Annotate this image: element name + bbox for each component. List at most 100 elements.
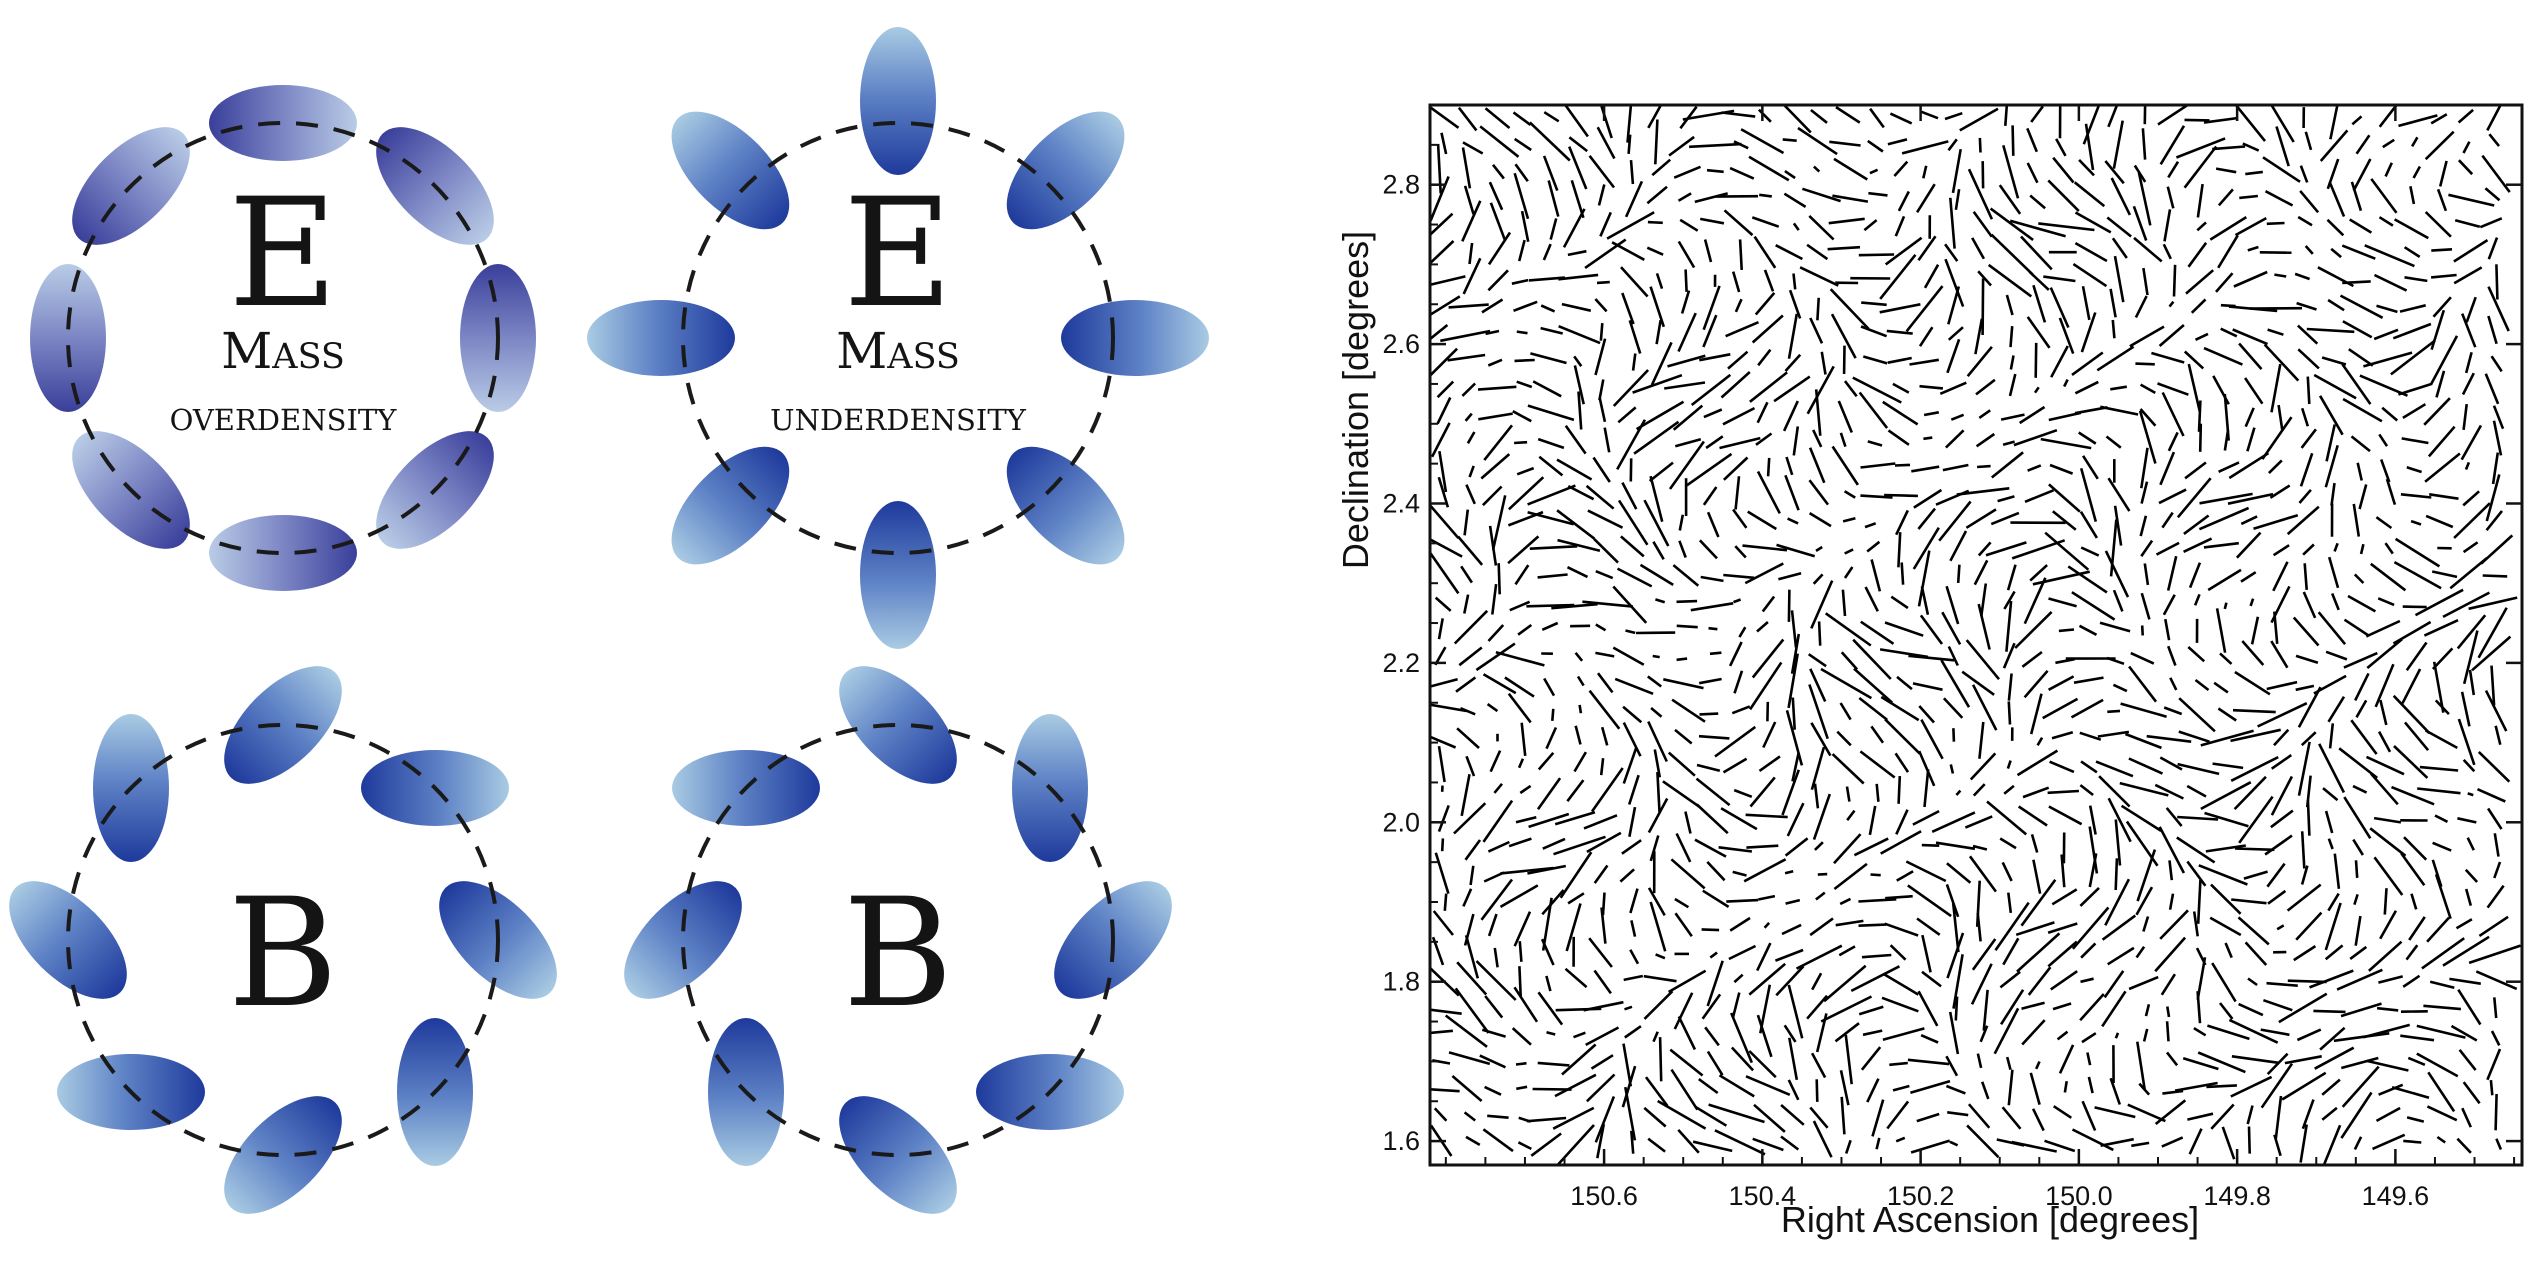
shear-whisker bbox=[2294, 272, 2311, 281]
shear-whisker bbox=[1942, 463, 1969, 472]
shear-whisker bbox=[1947, 645, 1959, 667]
shear-whisker bbox=[2135, 362, 2155, 366]
shear-whisker bbox=[1593, 537, 1619, 564]
shear-whisker bbox=[1952, 728, 1956, 742]
shear-whisker bbox=[2429, 980, 2455, 990]
shear-whisker bbox=[2429, 493, 2459, 500]
shear-whisker bbox=[1709, 651, 1722, 656]
shear-whisker bbox=[1952, 954, 1964, 1009]
shear-whisker bbox=[1649, 835, 1660, 862]
shear-whisker bbox=[2266, 1052, 2289, 1076]
shear-whisker bbox=[2260, 1028, 2290, 1037]
shear-whisker bbox=[2300, 731, 2317, 747]
panel-b-mode-left bbox=[9, 666, 557, 1214]
shear-whisker bbox=[2198, 864, 2248, 886]
shear-whisker bbox=[2359, 374, 2409, 397]
shear-whisker bbox=[2401, 668, 2422, 704]
shear-whisker bbox=[1944, 258, 1965, 308]
shear-whisker bbox=[2461, 1107, 2472, 1128]
shear-whisker bbox=[2203, 116, 2239, 124]
shear-whisker bbox=[1497, 563, 1501, 595]
shear-whisker bbox=[2408, 916, 2426, 941]
shear-whisker bbox=[1508, 476, 1545, 511]
shear-whisker bbox=[2369, 827, 2407, 857]
shear-whisker bbox=[2319, 129, 2349, 162]
shear-whisker bbox=[1972, 844, 1988, 851]
shear-whisker bbox=[1622, 705, 1643, 724]
shear-whisker bbox=[1787, 1079, 1800, 1101]
shear-whisker bbox=[1729, 916, 1751, 932]
shear-whisker bbox=[2482, 574, 2508, 578]
shear-whisker bbox=[1815, 1079, 1819, 1102]
shear-whisker bbox=[2358, 484, 2368, 510]
shear-whisker bbox=[2111, 237, 2128, 259]
shear-whisker bbox=[2274, 1095, 2283, 1140]
shear-whisker bbox=[1920, 110, 1939, 120]
shear-whisker bbox=[1632, 373, 1683, 394]
shear-whisker bbox=[1456, 727, 1480, 749]
shear-whisker bbox=[2378, 216, 2394, 227]
shear-whisker bbox=[1882, 1027, 1925, 1041]
panel-b-right-letter: B bbox=[843, 867, 953, 1041]
shear-whisker bbox=[1892, 382, 1910, 394]
shear-whisker bbox=[1976, 912, 1982, 942]
shear-whisker bbox=[1975, 432, 1996, 448]
shear-whisker bbox=[1915, 183, 1936, 213]
shear-whisker bbox=[2187, 1112, 2214, 1121]
shear-whisker bbox=[1479, 125, 1520, 158]
shear-whisker bbox=[2338, 747, 2378, 779]
shear-whisker bbox=[1823, 964, 1867, 1003]
shear-whisker bbox=[1945, 883, 1960, 918]
shear-whisker bbox=[1595, 623, 1607, 632]
shear-whisker bbox=[1667, 751, 1696, 777]
shear-whisker bbox=[2430, 113, 2448, 125]
shear-whisker bbox=[2215, 608, 2227, 653]
shear-whisker bbox=[1434, 596, 1452, 612]
shear-whisker bbox=[1839, 432, 1847, 448]
shear-whisker bbox=[1515, 1061, 1527, 1066]
shear-whisker bbox=[1436, 396, 1452, 425]
shear-whisker bbox=[2270, 775, 2294, 816]
shear-whisker bbox=[1853, 667, 1894, 704]
shear-whisker bbox=[1657, 1099, 1707, 1130]
shear-whisker bbox=[1786, 802, 1805, 837]
shear-whisker bbox=[1725, 321, 1760, 338]
shear-whisker bbox=[1462, 888, 1473, 907]
shear-whisker bbox=[1556, 1124, 1595, 1165]
shear-whisker bbox=[2048, 597, 2077, 608]
shear-whisker bbox=[1706, 168, 1724, 174]
shear-whisker bbox=[1652, 1031, 1659, 1043]
shear-whisker bbox=[1481, 1028, 1506, 1038]
shear-whisker bbox=[1919, 614, 1944, 645]
x-tick-label: 150.0 bbox=[2045, 1181, 2113, 1211]
shear-whisker bbox=[1908, 654, 1955, 662]
shear-whisker bbox=[2077, 431, 2097, 445]
shear-whisker bbox=[1788, 289, 1802, 319]
shear-whisker bbox=[1923, 436, 1933, 441]
shear-whisker bbox=[1516, 1085, 1528, 1091]
shear-whisker bbox=[1596, 672, 1614, 694]
shear-whisker bbox=[2080, 977, 2094, 984]
shear-whisker bbox=[2161, 511, 2174, 529]
shear-whisker bbox=[2042, 697, 2079, 720]
galaxy-ellipse bbox=[671, 446, 790, 565]
shear-whisker bbox=[1797, 126, 1838, 156]
shear-whisker bbox=[1648, 461, 1674, 483]
shear-whisker bbox=[1430, 735, 1457, 749]
shear-whisker bbox=[1722, 757, 1748, 774]
shear-whisker bbox=[2353, 894, 2359, 905]
shear-whisker bbox=[1635, 400, 1685, 431]
shear-whisker bbox=[1514, 358, 1535, 363]
shear-whisker bbox=[2020, 879, 2057, 927]
shear-whisker bbox=[1756, 470, 1781, 515]
shear-whisker bbox=[2343, 651, 2378, 669]
shear-whisker bbox=[1664, 381, 1706, 390]
shear-whisker bbox=[1468, 242, 1474, 265]
shear-whisker bbox=[1870, 873, 1881, 877]
shear-whisker bbox=[1896, 870, 1914, 882]
shear-whisker bbox=[1540, 938, 1555, 966]
shear-whisker bbox=[1722, 406, 1756, 426]
shear-whisker bbox=[2237, 916, 2270, 946]
shear-whisker bbox=[1817, 621, 1822, 646]
shear-whisker bbox=[1558, 324, 1601, 345]
